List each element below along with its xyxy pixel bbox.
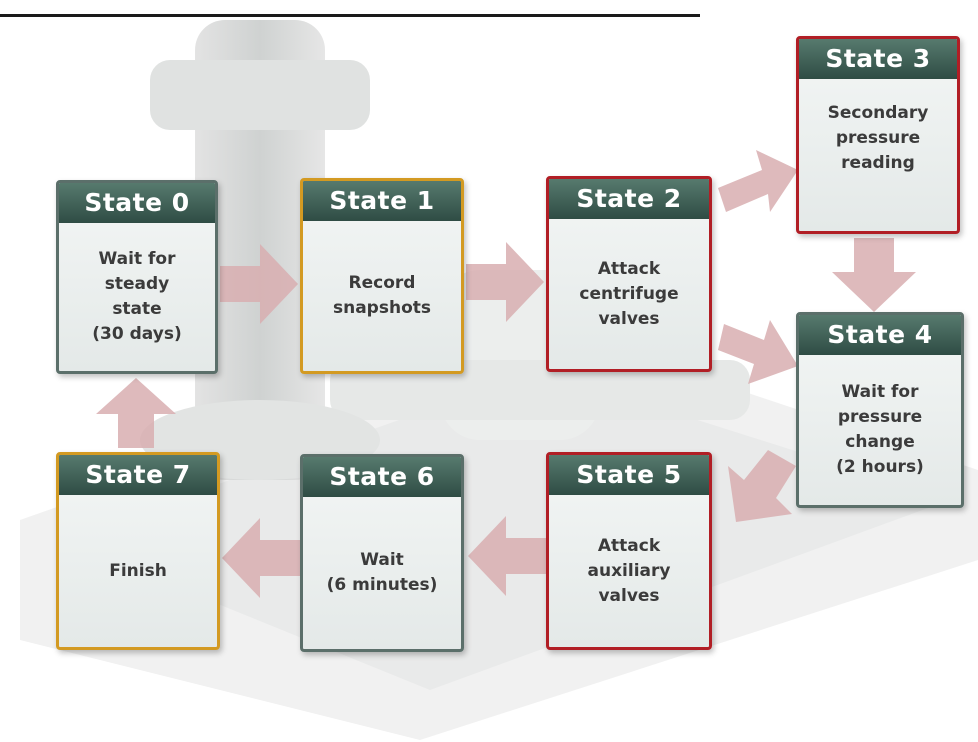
state-2-box: State 2 Attack centrifuge valves — [546, 176, 712, 372]
state-3-title: State 3 — [799, 39, 957, 79]
state-0-box: State 0 Wait for steady state (30 days) — [56, 180, 218, 374]
arrow-state5-to-state6 — [468, 516, 546, 596]
state-3-text: Secondary pressure reading — [827, 103, 929, 173]
state-2-title: State 2 — [549, 179, 709, 219]
state-0-text: Wait for steady state (30 days) — [92, 249, 182, 344]
arrow-state1-to-state2 — [466, 242, 544, 322]
state-7-title: State 7 — [59, 455, 217, 495]
arrow-state2-to-state4 — [718, 320, 798, 384]
top-divider — [0, 0, 700, 17]
state-1-text: Record snapshots — [332, 273, 431, 318]
state-6-box: State 6 Wait (6 minutes) — [300, 454, 464, 652]
state-6-title: State 6 — [303, 457, 461, 497]
arrow-state0-to-state1 — [220, 244, 298, 324]
state-0-title: State 0 — [59, 183, 215, 223]
state-4-text: Wait for pressure change (2 hours) — [836, 382, 924, 477]
arrow-state4-to-state5 — [728, 450, 796, 522]
state-7-box: State 7 Finish — [56, 452, 220, 650]
arrow-state2-to-state3 — [718, 150, 798, 212]
state-3-box: State 3 Secondary pressure reading — [796, 36, 960, 234]
state-1-box: State 1 Record snapshots — [300, 178, 464, 374]
arrow-state3-to-state4 — [832, 238, 916, 312]
state-5-text: Attack auxiliary valves — [587, 535, 671, 606]
state-5-box: State 5 Attack auxiliary valves — [546, 452, 712, 650]
state-1-title: State 1 — [303, 181, 461, 221]
state-4-title: State 4 — [799, 315, 961, 355]
state-2-text: Attack centrifuge valves — [579, 258, 679, 329]
state-7-text: Finish — [109, 560, 167, 581]
arrow-state6-to-state7 — [222, 518, 300, 598]
state-5-title: State 5 — [549, 455, 709, 495]
arrow-state7-to-state0 — [96, 378, 176, 448]
state-4-box: State 4 Wait for pressure change (2 hour… — [796, 312, 964, 508]
state-6-text: Wait (6 minutes) — [326, 550, 438, 595]
